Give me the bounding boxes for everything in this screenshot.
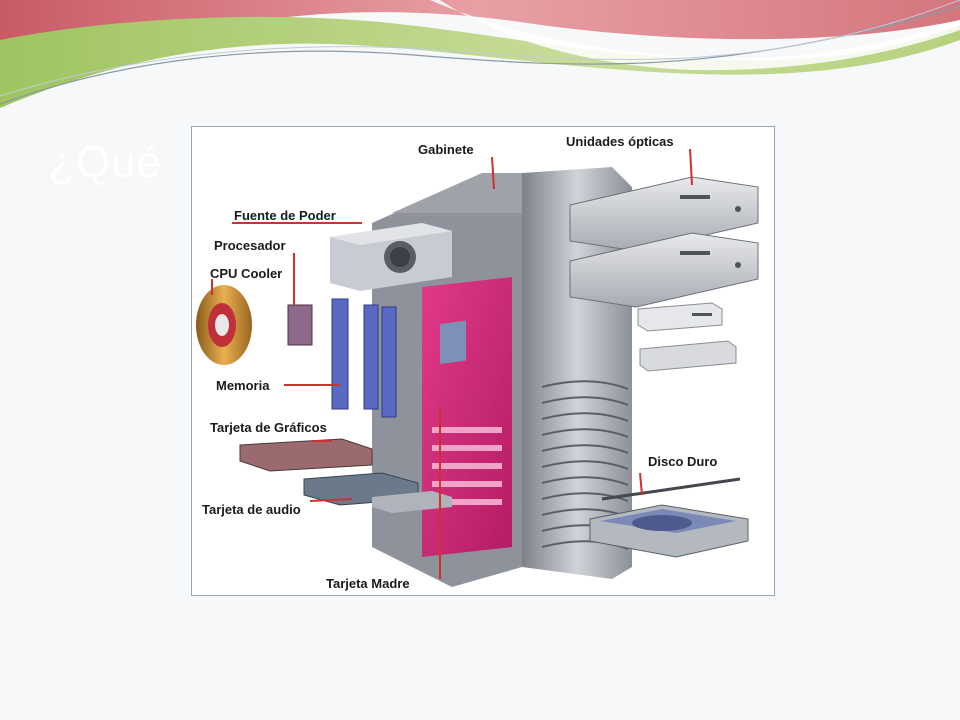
- memory-modules: [331, 298, 397, 418]
- disk-rail: [601, 477, 741, 501]
- drive-bay-small-1: [637, 302, 723, 332]
- ribbon-green: [0, 16, 960, 108]
- power-supply: [330, 223, 452, 291]
- slide-title: ¿Qué: [48, 138, 163, 187]
- expansion-plate: [372, 491, 452, 513]
- label-fuente-de-poder: Fuente de Poder: [234, 208, 336, 223]
- label-procesador: Procesador: [214, 238, 286, 253]
- label-memoria: Memoria: [216, 378, 270, 393]
- label-gabinete: Gabinete: [418, 142, 474, 157]
- pc-components-diagram: Gabinete Unidades ópticas Fuente de Pode…: [191, 126, 775, 596]
- label-tarjeta-madre: Tarjeta Madre: [326, 576, 410, 591]
- optical-drive-2: [569, 232, 759, 308]
- ribbon-red: [0, 0, 960, 100]
- graphics-card: [239, 438, 373, 472]
- pc-illustration: [196, 148, 759, 587]
- ribbon-line-2: [0, 0, 960, 97]
- label-tarjeta-graficos: Tarjeta de Gráficos: [210, 420, 327, 435]
- motherboard-slots: [432, 427, 502, 505]
- cpu-heatsink: [440, 320, 466, 365]
- label-cpu-cooler: CPU Cooler: [210, 266, 283, 281]
- label-tarjeta-audio: Tarjeta de audio: [202, 502, 301, 517]
- motherboard: [422, 277, 512, 557]
- ribbon-white: [430, 0, 960, 71]
- label-unidades-opticas: Unidades ópticas: [566, 134, 674, 149]
- processor-chip: [287, 304, 313, 346]
- cpu-cooler: [196, 285, 252, 365]
- label-leader-lines: [211, 148, 693, 579]
- label-disco-duro: Disco Duro: [648, 454, 718, 469]
- hard-disk: [589, 504, 749, 558]
- drive-bay-small-2: [639, 340, 737, 372]
